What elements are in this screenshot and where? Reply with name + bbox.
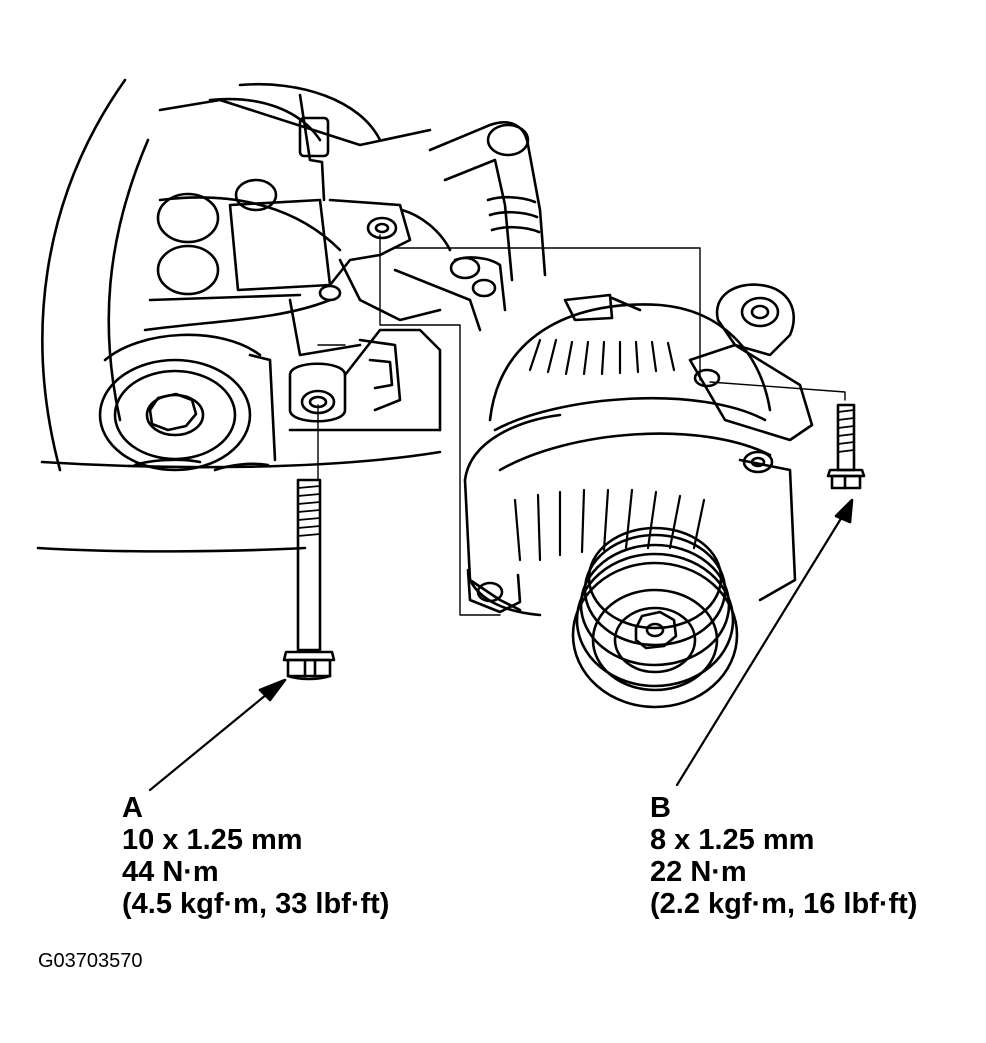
- callout-b-thread: 8 x 1.25 mm: [650, 824, 815, 856]
- callout-b-torque-alt: (2.2 kgf·m, 16 lbf·ft): [650, 888, 918, 920]
- callout-b-letter: B: [650, 792, 671, 824]
- engine-housing: [36, 78, 497, 553]
- callout-a-thread: 10 x 1.25 mm: [122, 824, 303, 856]
- callout-bolt-b: B 8 x 1.25 mm 22 N·m (2.2 kgf·m, 16 lbf·…: [650, 792, 917, 920]
- bolt-b: [826, 403, 866, 490]
- alternator: [463, 283, 814, 709]
- callout-a-letter: A: [122, 792, 143, 824]
- coolant-hose: [428, 121, 547, 312]
- callout-b-torque-nm: 22 N·m: [650, 856, 747, 888]
- callout-bolt-a: A 10 x 1.25 mm 44 N·m (4.5 kgf·m, 33 lbf…: [122, 792, 389, 920]
- bolt-a: [282, 478, 336, 681]
- callout-a-torque-alt: (4.5 kgf·m, 33 lbf·ft): [122, 888, 390, 920]
- alignment-lines: [317, 234, 846, 616]
- mounting-boss: [288, 328, 442, 432]
- callout-a-torque-nm: 44 N·m: [122, 856, 219, 888]
- leader-arrow-b: [675, 498, 854, 787]
- figure-id: G03703570: [38, 950, 143, 972]
- leader-arrow-a: [148, 678, 287, 792]
- tensioner-pulley: [98, 333, 277, 472]
